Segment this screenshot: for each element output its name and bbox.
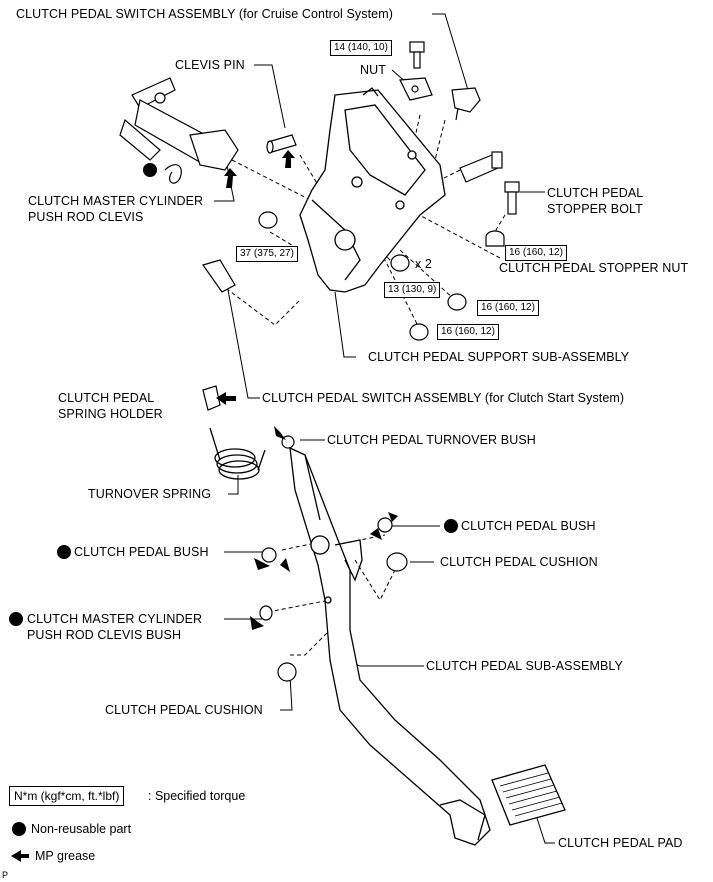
leader-support: [334, 291, 356, 358]
corner-mark: P: [2, 870, 9, 880]
legend-non-reusable: Non-reusable part: [31, 822, 132, 836]
label-support: CLUTCH PEDAL SUPPORT SUB-ASSEMBLY: [368, 350, 630, 364]
label-clevis-bush-2: PUSH ROD CLEVIS BUSH: [27, 628, 182, 642]
stopper-nut: [485, 230, 505, 247]
label-pedal-sub: CLUTCH PEDAL SUB-ASSEMBLY: [426, 659, 623, 673]
label-pedal-bush-left: CLUTCH PEDAL BUSH: [74, 545, 209, 559]
label-stopper-bolt-2: STOPPER BOLT: [547, 202, 643, 216]
label-master-clevis-1: CLUTCH MASTER CYLINDER: [28, 194, 204, 208]
label-stopper-nut: CLUTCH PEDAL STOPPER NUT: [499, 261, 689, 275]
label-turnover-bush: CLUTCH PEDAL TURNOVER BUSH: [327, 433, 536, 447]
torque-37: 37 (375, 27): [236, 246, 298, 262]
leader-start-switch: [227, 289, 260, 399]
side-bolt: [459, 151, 503, 183]
leader-pad: [534, 811, 555, 844]
support-bracket: [299, 87, 446, 293]
label-pedal-cushion-left: CLUTCH PEDAL CUSHION: [105, 703, 263, 717]
legend-dot: [12, 822, 26, 836]
torque-16-stopper: 16 (160, 12): [505, 245, 567, 261]
label-cruise-switch: CLUTCH PEDAL SWITCH ASSEMBLY (for Cruise…: [16, 7, 393, 21]
stopper-bolt: [504, 181, 520, 215]
torque-16-mid: 16 (160, 12): [477, 300, 539, 316]
pedal-arm: [289, 446, 491, 846]
label-pedal-cushion-right: CLUTCH PEDAL CUSHION: [440, 555, 598, 569]
master-cylinder: [119, 77, 239, 171]
non-reusable-dots: [9, 163, 458, 626]
label-turnover-spring: TURNOVER SPRING: [88, 487, 212, 501]
leader-cushion-left: [280, 675, 293, 711]
label-start-switch: CLUTCH PEDAL SWITCH ASSEMBLY (for Clutch…: [262, 391, 625, 405]
label-spring-holder-2: SPRING HOLDER: [58, 407, 163, 421]
top-bolt: [409, 41, 425, 69]
legend-torque-box: N*m (kgf*cm, ft.*lbf): [9, 786, 125, 806]
pedal-pad: [491, 764, 566, 826]
cruise-switch: [451, 87, 481, 121]
torque-14: 14 (140, 10): [330, 40, 392, 56]
leader-turnover-spring: [228, 475, 239, 495]
clip: [164, 164, 182, 184]
label-master-clevis-2: PUSH ROD CLEVIS: [28, 210, 144, 224]
label-pedal-pad: CLUTCH PEDAL PAD: [558, 836, 683, 850]
nut-plate: [399, 77, 433, 101]
leader-master-clevis: [214, 154, 235, 202]
leader-clevis-pin: [254, 64, 286, 129]
label-x2: x 2: [415, 257, 432, 271]
spring-holder: [202, 385, 221, 411]
label-stopper-bolt-1: CLUTCH PEDAL: [547, 186, 644, 200]
clevis-pin: [266, 134, 297, 154]
label-clevis-bush-1: CLUTCH MASTER CYLINDER: [27, 612, 203, 626]
legend-torque-text: : Specified torque: [148, 789, 246, 803]
grease-arrows: [216, 150, 398, 630]
label-clevis-pin: CLEVIS PIN: [175, 58, 245, 72]
nuts: [258, 211, 467, 341]
legend-grease: MP grease: [35, 849, 96, 863]
legend-arrow: [11, 850, 29, 862]
bushes: [259, 517, 408, 682]
torque-13: 13 (130, 9): [384, 282, 441, 298]
label-nut: NUT: [360, 63, 386, 77]
leader-cruise-switch: [432, 13, 469, 91]
start-switch: [202, 259, 236, 293]
label-pedal-bush-right: CLUTCH PEDAL BUSH: [461, 519, 596, 533]
torque-16-low: 16 (160, 12): [437, 324, 499, 340]
label-spring-holder-1: CLUTCH PEDAL: [58, 391, 155, 405]
turnover-spring: [209, 427, 266, 480]
